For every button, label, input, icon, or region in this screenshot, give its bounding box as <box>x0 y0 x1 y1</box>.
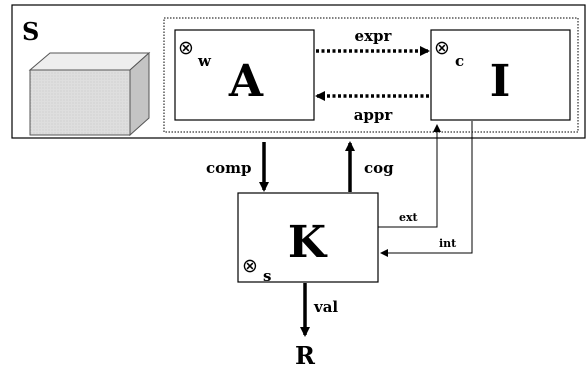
cog-label: cog <box>364 159 394 177</box>
world-cube-icon <box>28 51 151 137</box>
agent-subscript: w <box>197 52 212 70</box>
agent-operator-symbol: ⊗ <box>178 37 194 59</box>
knowledge-label: K <box>288 217 328 268</box>
system-frame <box>11 4 586 139</box>
interface-operator-symbol: ⊗ <box>434 37 450 59</box>
appr-label: appr <box>354 106 394 124</box>
val-label: val <box>313 298 338 316</box>
agent-interface-frame <box>163 17 579 133</box>
ext-label: ext <box>399 211 419 224</box>
system-label: S <box>22 17 39 46</box>
interface-subscript: c <box>455 52 464 70</box>
interface-box <box>430 29 571 121</box>
interface-label: I <box>490 56 511 107</box>
int-label: int <box>439 237 457 250</box>
knowledge-subscript: s <box>263 267 271 285</box>
knowledge-operator-symbol: ⊗ <box>242 255 258 277</box>
agent-label: A <box>228 56 264 107</box>
ext-arrow <box>378 124 441 228</box>
comp-label: comp <box>206 159 252 177</box>
knowledge-box <box>237 192 379 283</box>
agent-box <box>174 29 315 121</box>
int-arrow <box>380 121 473 257</box>
result-label: R <box>295 341 316 370</box>
expr-label: expr <box>355 27 393 45</box>
